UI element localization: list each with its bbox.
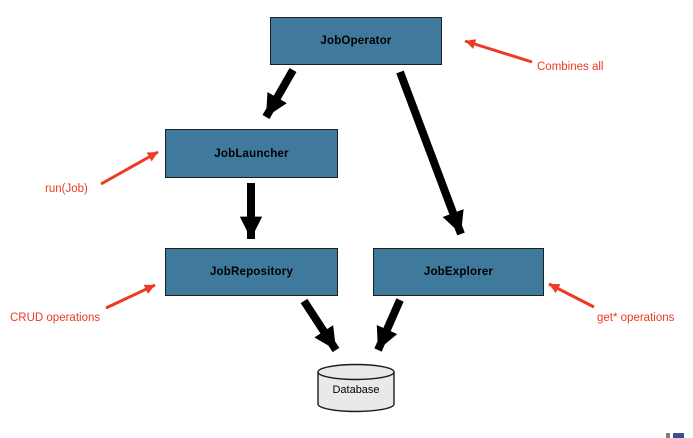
node-job-operator: JobOperator	[270, 17, 442, 65]
annotation-combines-all: Combines all	[537, 61, 604, 73]
node-label: JobLauncher	[214, 147, 289, 160]
clipped-page-number-artifact	[673, 433, 684, 438]
node-job-launcher: JobLauncher	[165, 129, 338, 178]
arrow-joboperator-to-jobexplorer	[396, 70, 465, 236]
arrow-jobexplorer-to-database	[374, 298, 404, 352]
arrow-joboperator-to-joblauncher	[262, 68, 297, 119]
arrow-combines-all	[464, 39, 533, 64]
annotation-get-operations: get* operations	[597, 312, 675, 324]
annotation-run-job: run(Job)	[45, 183, 88, 195]
database-label: Database	[332, 384, 380, 396]
annotation-crud-operations: CRUD operations	[10, 312, 101, 324]
arrow-get-operations	[548, 282, 595, 309]
node-job-explorer: JobExplorer	[373, 248, 544, 296]
node-label: JobOperator	[320, 35, 392, 47]
arrow-run-job	[100, 150, 159, 186]
node-job-repository: JobRepository	[165, 248, 338, 296]
clipped-page-number-artifact	[666, 433, 670, 438]
node-label: JobRepository	[209, 266, 294, 278]
database-cylinder	[317, 363, 395, 413]
node-label: JobExplorer	[423, 266, 494, 278]
arrow-crud-operations	[105, 283, 156, 310]
arrow-jobrepository-to-database	[300, 298, 340, 353]
